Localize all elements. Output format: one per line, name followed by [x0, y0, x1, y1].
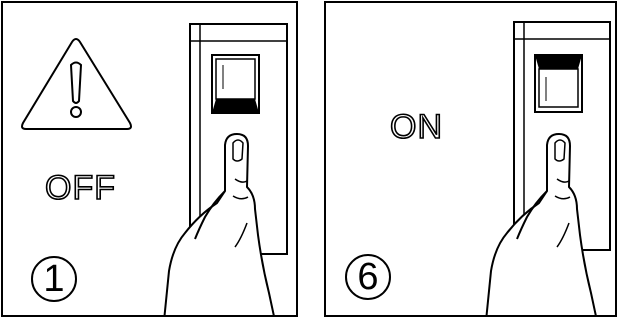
step-number-badge: 6 — [345, 254, 391, 300]
step-panel-6: ON 6 — [324, 1, 617, 317]
toggle-switch — [212, 55, 259, 113]
warning-icon — [22, 39, 131, 129]
on-label: ON — [390, 110, 443, 144]
off-label: OFF — [45, 171, 116, 205]
toggle-switch — [535, 55, 582, 112]
step-panel-1: OFF 1 — [1, 1, 298, 317]
step-number-badge: 1 — [31, 256, 77, 302]
